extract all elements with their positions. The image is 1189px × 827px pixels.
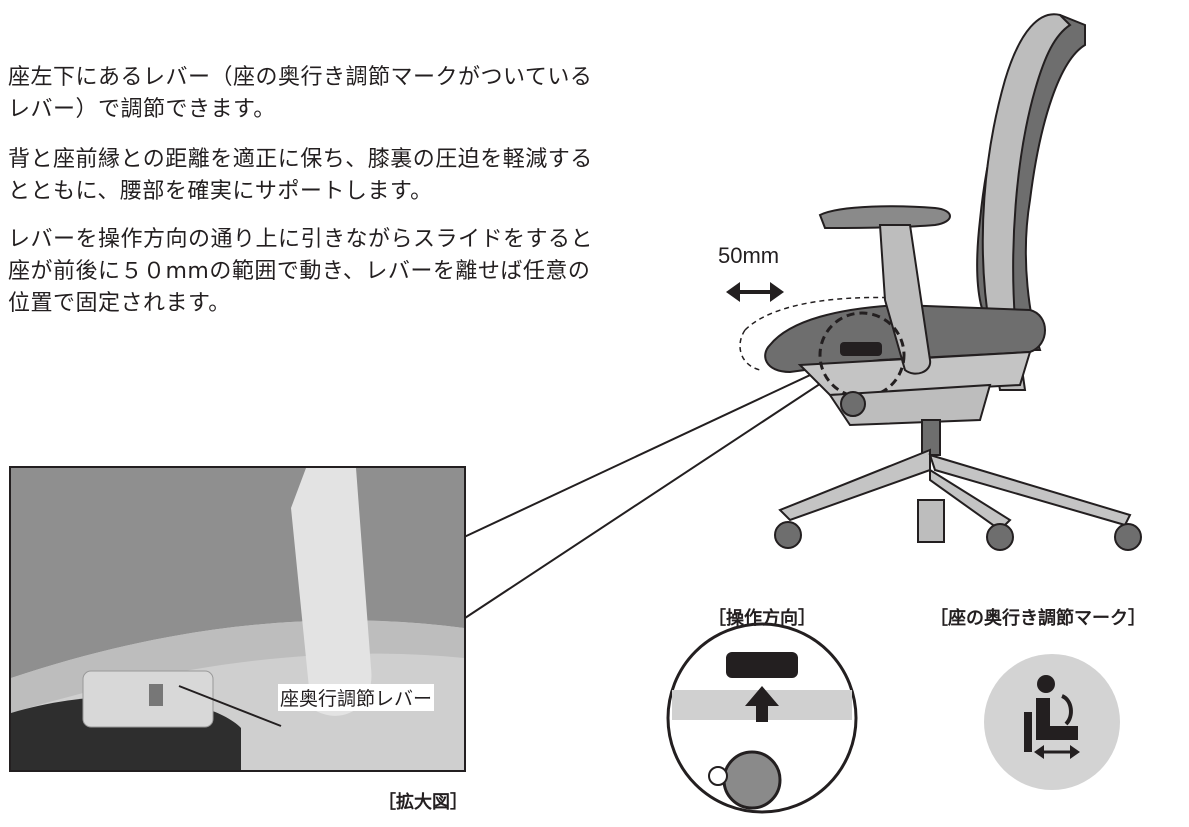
operation-direction-title: ［操作方向］	[708, 608, 816, 629]
zoom-pointer-line-top	[461, 361, 839, 539]
zoom-pointer-line-bottom	[461, 371, 839, 621]
chair-mechanism	[828, 383, 992, 427]
chair-base	[778, 448, 1132, 532]
cylinder-cover	[917, 499, 945, 543]
travel-distance-label: 50mm	[718, 243, 780, 268]
travel-arrow	[726, 282, 784, 302]
seat-forward-outline-front	[739, 329, 761, 371]
operation-direction-inset	[666, 622, 858, 814]
seat-lever	[840, 342, 882, 356]
depth-mark-title: ［座の奥行き調節マーク］	[930, 608, 1146, 629]
zoom-title: ［拡大図］	[378, 792, 468, 813]
zoomed-lever-photo	[9, 466, 466, 772]
seat-forward-outline	[744, 296, 901, 331]
seat-depth-mark-icon	[984, 654, 1120, 790]
intro-paragraph: 座左下にあるレバー（座の奥行き調節マークがついているレバー）で調節できます。	[8, 65, 593, 122]
lever-callout-label: 座奥行調節レバー	[278, 684, 435, 711]
armrest-pad	[818, 205, 951, 230]
armrest-post	[878, 224, 932, 375]
purpose-paragraph: 背と座前縁との距離を適正に保ち、膝裏の圧迫を軽減するとともに、腰部を確実にサポー…	[8, 147, 593, 204]
caster-2	[986, 523, 1014, 551]
chair-back-frame	[981, 13, 1072, 391]
up-arrow-icon	[745, 686, 779, 722]
caster-1	[774, 521, 802, 549]
mechanism-knob	[840, 391, 866, 417]
caster-3	[1114, 523, 1142, 551]
operation-paragraph: レバーを操作方向の通り上に引きながらスライドをすると座が前後に５０mmの範囲で動…	[8, 227, 594, 316]
